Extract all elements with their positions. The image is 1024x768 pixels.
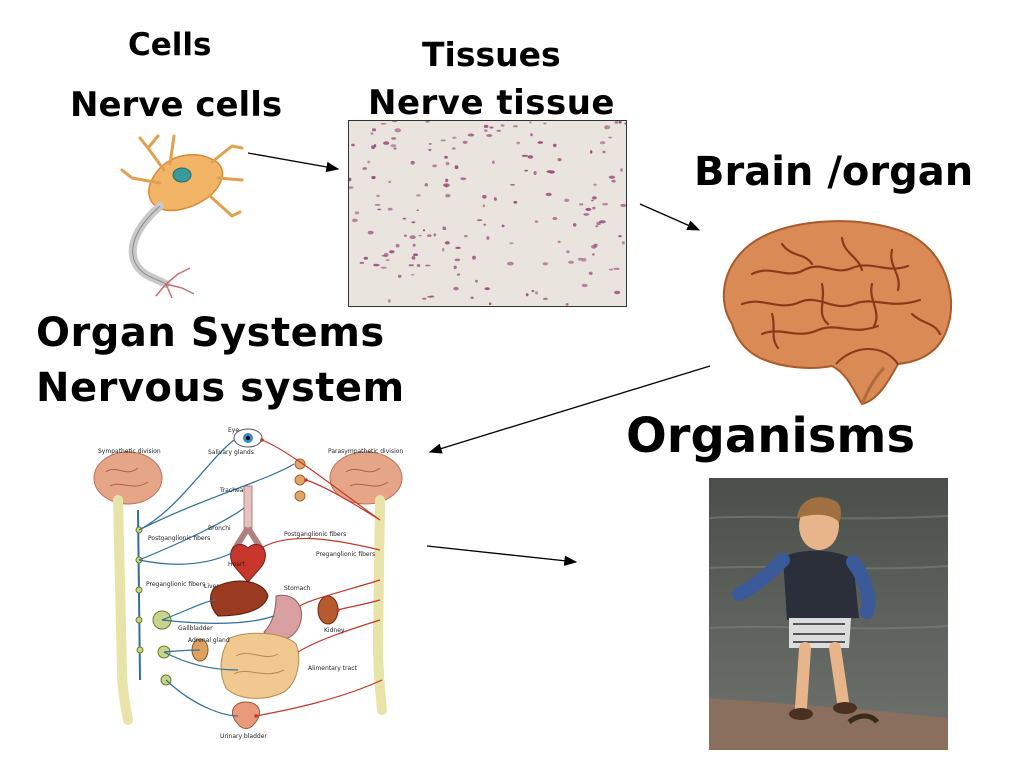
neuron-illustration — [120, 134, 244, 299]
eye-label: Eye — [228, 427, 239, 434]
sympathetic-label: Sympathetic division — [98, 448, 161, 455]
organ-systems-label: Organ Systems — [36, 310, 385, 356]
preganglionic-right-label: Preganglionic fibers — [316, 551, 375, 558]
liver-label: Liver — [204, 583, 219, 590]
nerve-tissue-micrograph — [347, 119, 627, 307]
organisms-label: Organisms — [626, 408, 916, 464]
salivary-label: Salivary glands — [208, 449, 254, 456]
gallbladder-label: Gallbladder — [178, 625, 213, 632]
postganglionic-right-label: Postganglionic fibers — [284, 531, 346, 538]
nerve-cells-label: Nerve cells — [70, 85, 283, 125]
alimentary-label: Alimentary tract — [308, 665, 358, 672]
nervous-system-diagram: Sympathetic division Parasympathetic div… — [93, 427, 403, 740]
stomach-label: Stomach — [284, 585, 311, 592]
bladder-label: Urinary bladder — [220, 733, 267, 740]
cells-label: Cells — [128, 27, 212, 63]
kidney-label: Kidney — [324, 627, 345, 634]
brain-organ-label: Brain /organ — [694, 149, 974, 195]
arrow-cells-to-tissue — [247, 152, 340, 173]
tissues-label: Tissues — [422, 35, 561, 74]
brain-illustration — [722, 220, 952, 406]
postganglionic-left-label: Postganglionic fibers — [148, 535, 210, 542]
trachea-label: Trachea — [219, 487, 244, 494]
bronchi-label: Bronchi — [208, 525, 231, 532]
arrow-system-to-organism — [426, 545, 578, 566]
nerve-tissue-label: Nerve tissue — [368, 83, 615, 123]
arrow-brain-to-system — [428, 365, 711, 454]
parasympathetic-label: Parasympathetic division — [328, 448, 403, 455]
preganglionic-left-label: Preganglionic fibers — [146, 581, 205, 588]
organism-photo — [709, 478, 948, 750]
arrow-tissue-to-brain — [639, 203, 701, 231]
adrenal-label: Adrenal gland — [188, 637, 230, 644]
nervous-system-label: Nervous system — [36, 365, 405, 411]
heart-label: Heart — [228, 561, 245, 568]
